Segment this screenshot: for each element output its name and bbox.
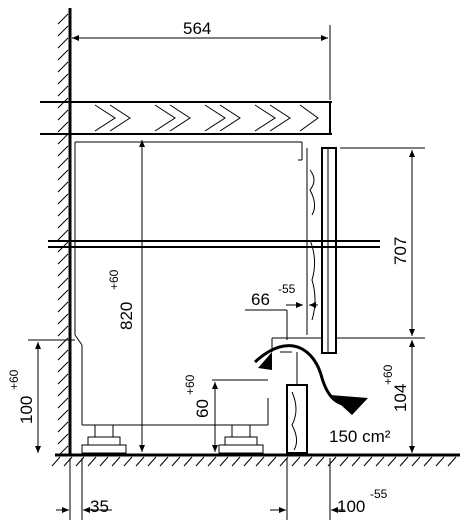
wall-hatch-icon xyxy=(57,13,69,457)
cabinet-door xyxy=(309,147,337,354)
dimension-door-height: 707 xyxy=(340,147,425,339)
dimension-wall-gap: 35 xyxy=(56,458,112,520)
dimension-tol-820: +60 xyxy=(107,269,121,290)
dimension-plinth-depth: 100 -55 xyxy=(270,458,388,520)
vent-area-label: 150 cm² xyxy=(329,427,391,446)
dimension-label-104: 104 xyxy=(391,384,410,412)
dimension-tol-104: +60 xyxy=(381,364,395,385)
dimension-label-35: 35 xyxy=(90,497,109,516)
dimension-label-66: 66 xyxy=(251,290,270,309)
dimension-label-564: 564 xyxy=(183,19,211,38)
dimension-plinth-height: 100 +60 xyxy=(7,339,75,453)
dimension-label-100-left: 100 xyxy=(17,396,36,424)
dimension-label-60: 60 xyxy=(193,399,212,418)
wood-grain-icon xyxy=(94,104,319,132)
dimension-foot-height: 60 +60 xyxy=(183,374,268,452)
dimension-tol-60: +60 xyxy=(183,374,197,395)
dimension-label-820: 820 xyxy=(117,302,136,330)
dimension-tol-100-left: +60 xyxy=(7,369,21,390)
dimension-tol-100-bottom: -55 xyxy=(370,487,388,501)
plinth xyxy=(271,337,322,454)
airflow-arrow-icon xyxy=(253,344,368,415)
dimension-label-707: 707 xyxy=(391,237,410,265)
floor xyxy=(51,453,460,467)
dimension-gap-offset: 66 -55 xyxy=(245,282,318,340)
dimension-niche-width: 564 xyxy=(72,19,331,100)
left-wall xyxy=(57,8,72,457)
dimension-label-100-bottom: 100 xyxy=(337,497,365,516)
adjustable-foot-icon xyxy=(81,424,264,454)
dimension-niche-height: 820 +60 xyxy=(107,140,145,452)
dimension-tol-66: -55 xyxy=(278,282,296,296)
dimension-vent-height: 104 +60 xyxy=(335,337,420,453)
break-line xyxy=(48,240,380,248)
worktop xyxy=(40,101,332,135)
